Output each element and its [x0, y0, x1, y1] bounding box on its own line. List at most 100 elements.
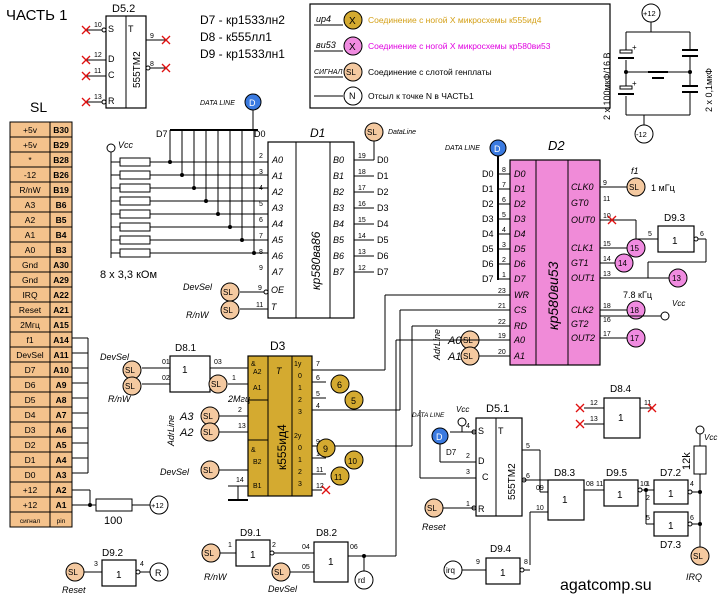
svg-text:+12: +12	[151, 501, 164, 510]
svg-text:D7.2: D7.2	[660, 468, 682, 479]
d1-pin-a5: A5	[271, 235, 284, 245]
d2-right-5: OUT1	[571, 273, 595, 283]
slot-signal-7: A1	[25, 230, 36, 240]
d52-label: D5.2	[112, 3, 135, 15]
svg-text:13: 13	[358, 249, 366, 256]
d2-right-0: CLK0	[571, 182, 594, 192]
svg-text:01: 01	[162, 359, 170, 366]
svg-text:DevSel: DevSel	[160, 467, 190, 477]
resnet-resistor-7	[119, 248, 151, 258]
svg-text:14: 14	[236, 477, 244, 484]
svg-text:4: 4	[502, 227, 506, 234]
svg-text:9: 9	[259, 265, 263, 272]
chip-d91-d82: D9.1 1 1 2 SL R/nW D8.2 1 04 05 06 SL De…	[201, 339, 510, 594]
resistor-100	[95, 498, 133, 512]
marker-9	[316, 438, 336, 458]
slot-signal-17: D6	[25, 380, 36, 390]
svg-text:D5.1: D5.1	[486, 403, 509, 415]
svg-text:1: 1	[328, 557, 334, 568]
svg-text:08: 08	[586, 481, 594, 488]
svg-text:A2: A2	[179, 427, 193, 439]
svg-text:21: 21	[498, 303, 506, 310]
svg-text:1: 1	[617, 490, 623, 501]
svg-text:SL: SL	[223, 288, 233, 297]
svg-text:DevSel: DevSel	[100, 352, 130, 362]
legend-marker-x-pink	[343, 36, 363, 56]
svg-text:SL: SL	[125, 366, 135, 375]
svg-text:16: 16	[358, 201, 366, 208]
svg-text:15: 15	[358, 217, 366, 224]
svg-text:04: 04	[302, 544, 310, 551]
irq-logic: D8.3 1 09 10 08 D9.5 1 11 10 D7.2 1 1 2 …	[529, 425, 717, 582]
slot-signal-26: сигнал	[20, 518, 40, 525]
svg-text:A2: A2	[253, 369, 262, 376]
svg-text:SL: SL	[367, 128, 377, 137]
slot-pin-2: B28	[53, 155, 69, 165]
d1-out-d2: D2	[377, 187, 389, 197]
d3-label: D3	[270, 339, 286, 353]
svg-text:7: 7	[316, 361, 320, 368]
d1-pin-a1: A1	[271, 171, 283, 181]
slot-pin-17: A9	[56, 380, 67, 390]
svg-text:7.8 кГц: 7.8 кГц	[623, 290, 652, 300]
legend-marker-n	[343, 86, 363, 106]
svg-text:S: S	[108, 24, 114, 34]
resnet-resistor-2	[119, 183, 151, 193]
svg-text:15: 15	[630, 244, 639, 253]
slot-signal-22: D1	[25, 455, 36, 465]
legend-marker-x-yellow	[343, 10, 363, 30]
svg-text:2: 2	[298, 469, 302, 476]
svg-text:A1: A1	[447, 351, 461, 363]
svg-text:8: 8	[502, 167, 506, 174]
svg-text:D: D	[436, 432, 443, 442]
svg-text:06: 06	[350, 544, 358, 551]
svg-text:1: 1	[466, 501, 470, 508]
svg-text:3: 3	[94, 561, 98, 568]
chip-list-d7: D7 - кр1533лн2	[200, 13, 285, 27]
legend-tag-1: ир4	[316, 14, 331, 24]
svg-text:3: 3	[502, 242, 506, 249]
svg-text:T: T	[498, 426, 504, 436]
svg-text:19: 19	[498, 333, 506, 340]
svg-text:2y: 2y	[294, 433, 302, 440]
svg-text:OE: OE	[271, 285, 285, 295]
svg-text:DATA LINE: DATA LINE	[445, 145, 480, 152]
svg-text:D7: D7	[156, 129, 168, 139]
svg-text:2Мгц: 2Мгц	[227, 394, 250, 404]
d1-out-d4: D4	[377, 219, 389, 229]
chip-d92: D9.2 1 3 4 SL Reset R	[62, 548, 169, 595]
ref-rd-marker	[354, 570, 374, 590]
slot-signal-21: D2	[25, 440, 36, 450]
slot-pin-23: A3	[56, 470, 67, 480]
d2-right-8: OUT2	[571, 333, 595, 343]
svg-text:SL: SL	[274, 568, 284, 577]
d1-out-d5: D5	[377, 235, 389, 245]
slot-pin-15: A11	[53, 350, 68, 360]
d1-out-d6: D6	[377, 251, 389, 261]
svg-text:1: 1	[298, 457, 302, 464]
svg-text:22: 22	[498, 319, 506, 326]
d2-bus-d6: D6	[482, 259, 494, 269]
slot-wiring: +12 100	[72, 337, 169, 527]
plus12-ref-marker	[149, 495, 169, 515]
d2-ctrl-1: CS	[514, 305, 527, 315]
svg-text:23: 23	[498, 288, 506, 295]
svg-text:555ТМ2: 555ТМ2	[507, 463, 518, 500]
svg-text:12: 12	[316, 483, 324, 490]
svg-text:Reset: Reset	[422, 522, 446, 532]
svg-text:20: 20	[498, 349, 506, 356]
svg-text:Vcc: Vcc	[118, 140, 134, 150]
slot-pin-6: B5	[56, 215, 67, 225]
slot-pin-3: B26	[53, 170, 69, 180]
svg-text:6: 6	[690, 515, 694, 522]
svg-text:9: 9	[603, 180, 607, 187]
svg-text:18: 18	[358, 169, 366, 176]
d1-pin-b6: B6	[333, 251, 344, 261]
d1-pin-b0: B0	[333, 155, 344, 165]
svg-text:SL: SL	[223, 306, 233, 315]
svg-text:1: 1	[562, 495, 568, 506]
svg-text:16: 16	[603, 317, 611, 324]
d2-pin-d5: D5	[514, 244, 526, 254]
svg-text:4: 4	[259, 185, 263, 192]
